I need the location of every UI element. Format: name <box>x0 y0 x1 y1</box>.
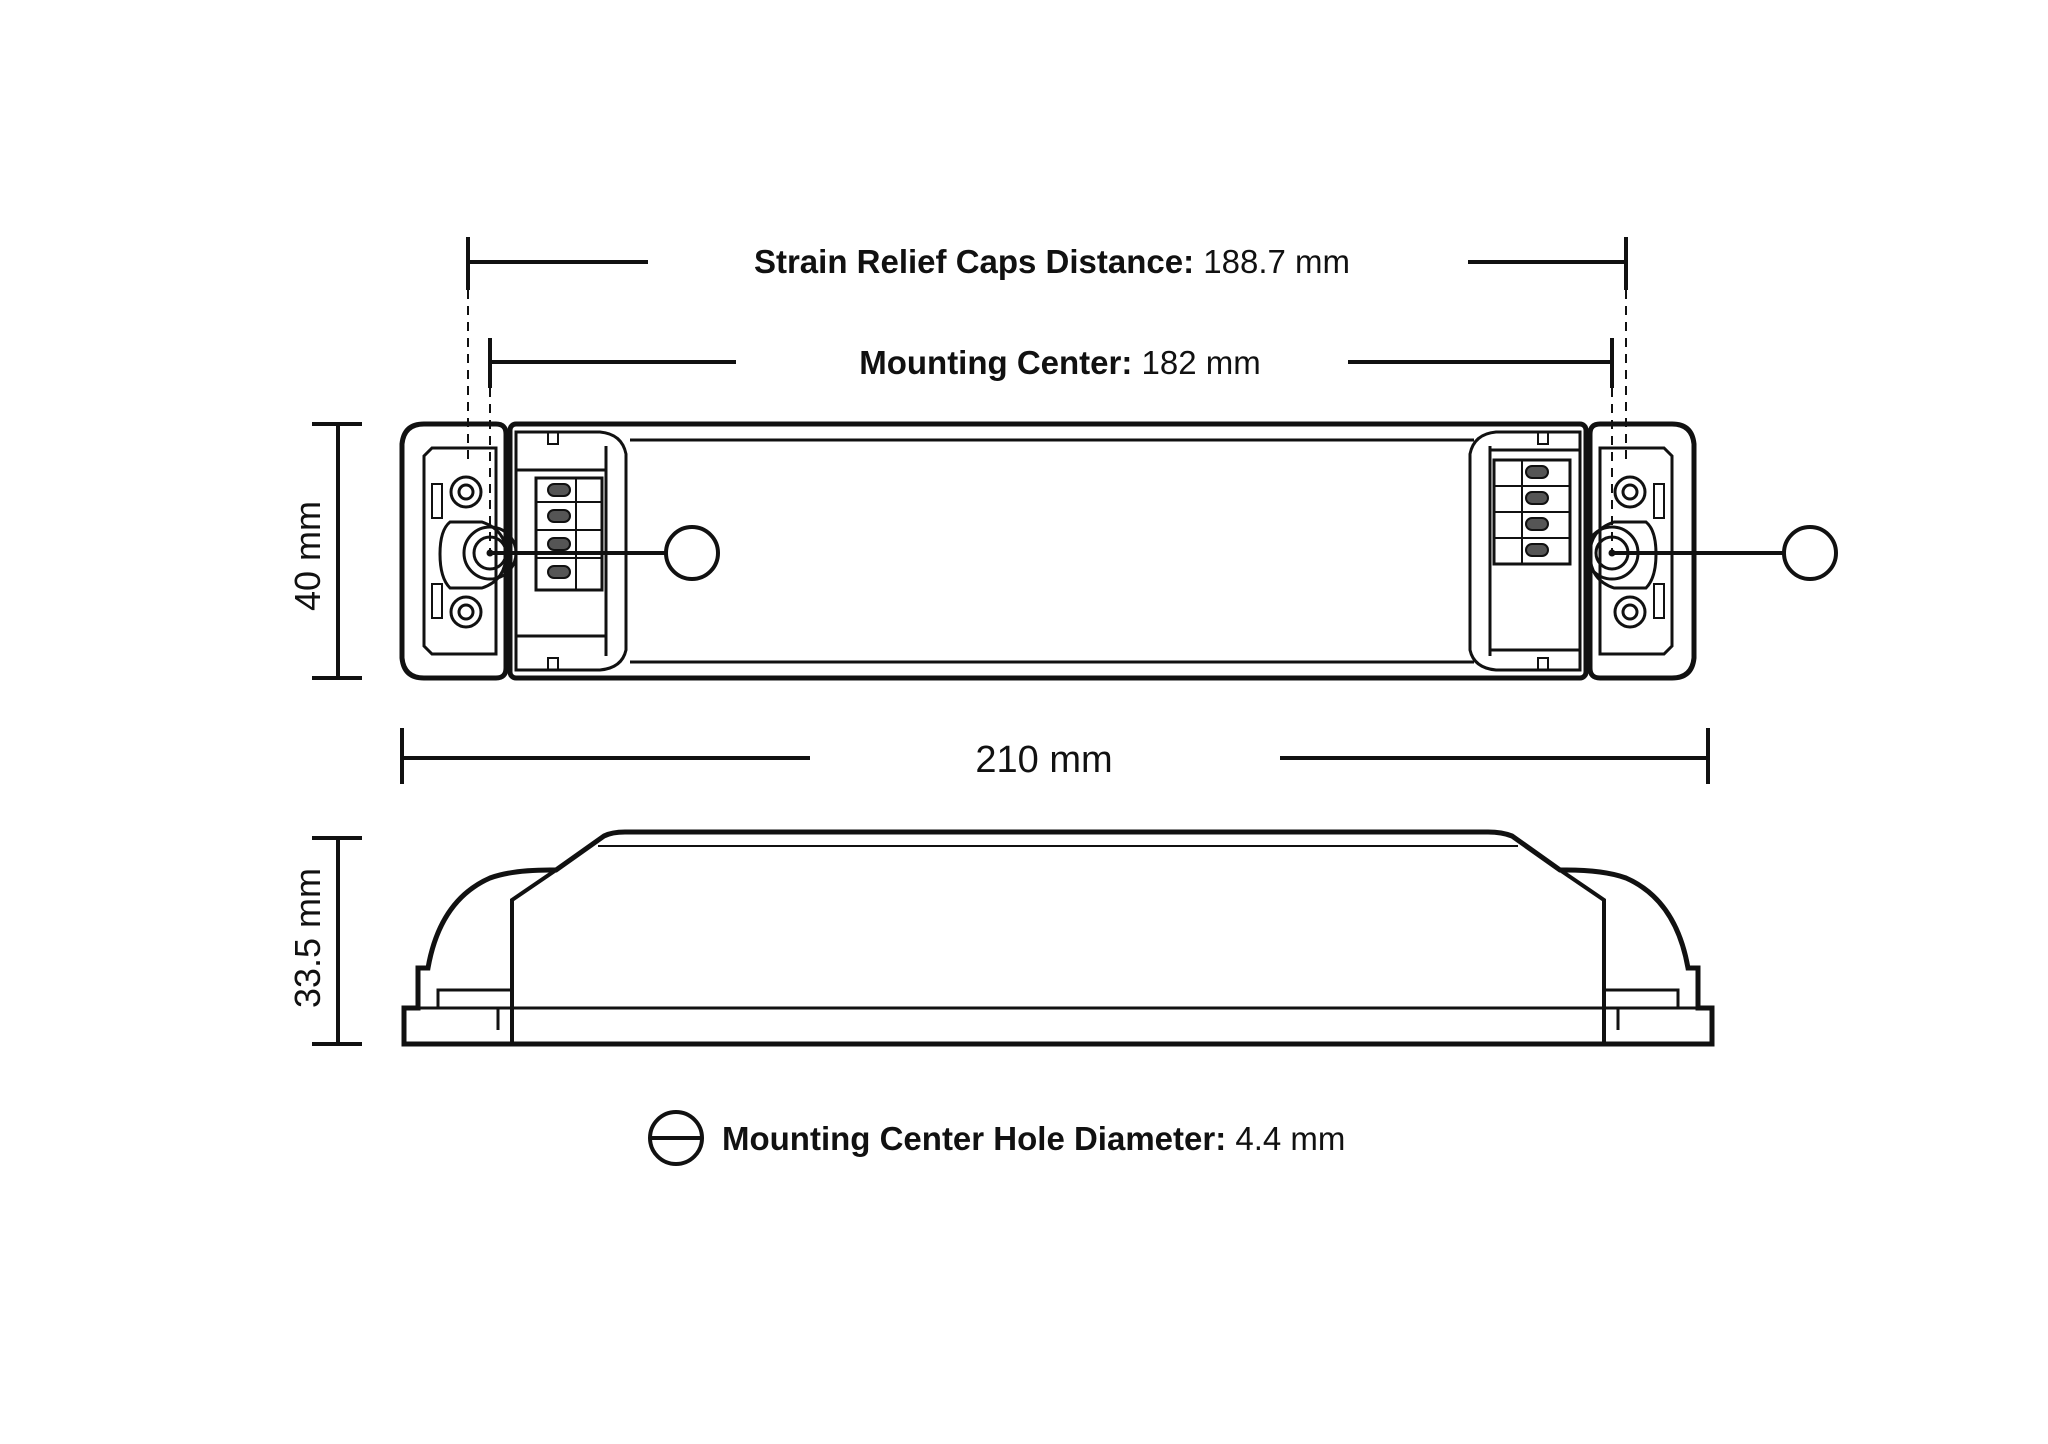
mounting-hole-callouts <box>490 525 1838 581</box>
right-terminal-tab-bottom <box>1537 657 1549 671</box>
length-dimension: 210 mm <box>400 728 1710 784</box>
right-screw-top-inner-icon <box>1621 483 1639 501</box>
height-dimension: 33.5 mm <box>287 836 362 1046</box>
side-left-cap-step <box>436 988 512 1008</box>
left-screw-top-inner-icon <box>457 483 475 501</box>
strain-relief-text: Strain Relief Caps Distance: 188.7 mm <box>754 243 1350 280</box>
hole-diameter-label: Mounting Center Hole Diameter: <box>722 1120 1226 1157</box>
left-cap-notch-bottom <box>431 583 443 619</box>
height-value: 33.5 mm <box>287 868 328 1008</box>
left-terminal-pin <box>547 509 571 523</box>
right-hole-symbol-icon <box>1782 525 1838 581</box>
right-terminal-tab-top <box>1537 431 1549 445</box>
right-end-cap <box>1587 421 1697 681</box>
hole-diameter-value: 4.4 mm <box>1235 1120 1345 1157</box>
hole-diameter-text: Mounting Center Hole Diameter: 4.4 mm <box>722 1120 1345 1157</box>
left-end-cap <box>399 421 509 681</box>
left-hole-symbol-icon <box>664 525 720 581</box>
driver-side-view <box>401 829 1715 1047</box>
right-terminal-pins <box>1525 465 1549 557</box>
mounting-center-text: Mounting Center: 182 mm <box>859 344 1261 381</box>
right-cap-notch-top <box>1653 483 1665 519</box>
left-terminal-pin <box>547 483 571 497</box>
right-screw-bottom-inner-icon <box>1621 603 1639 621</box>
left-terminal-pin <box>547 537 571 551</box>
left-screw-bottom-inner-icon <box>457 603 475 621</box>
left-terminal-pins <box>547 483 571 579</box>
right-screw-bottom-icon <box>1613 595 1647 629</box>
left-terminal-housing <box>514 430 628 672</box>
strain-relief-dimension: Strain Relief Caps Distance: 188.7 mm <box>466 237 1628 462</box>
side-right-cap-step <box>1604 988 1680 1008</box>
strain-relief-value: 188.7 mm <box>1203 243 1350 280</box>
side-body-left-edge <box>510 868 558 1044</box>
strain-relief-label: Strain Relief Caps Distance: <box>754 243 1194 280</box>
mounting-center-value: 182 mm <box>1142 344 1261 381</box>
right-screw-top-icon <box>1613 475 1647 509</box>
driver-body <box>507 421 1589 681</box>
right-strain-relief-clamp <box>1588 520 1658 590</box>
length-value: 210 mm <box>975 739 1112 781</box>
hole-diameter-legend: Mounting Center Hole Diameter: 4.4 mm <box>648 1110 1345 1166</box>
side-outline <box>401 829 1715 1047</box>
left-terminal-pin <box>547 565 571 579</box>
width-dimension: 40 mm <box>287 422 362 680</box>
left-strain-relief-clamp <box>438 520 508 590</box>
right-cap-notch-bottom <box>1653 583 1665 619</box>
left-end-cap-inner <box>422 446 498 656</box>
right-terminal-pin <box>1525 517 1549 531</box>
left-cap-notch-top <box>431 483 443 519</box>
left-terminal-block <box>534 476 604 592</box>
right-end-cap-inner <box>1598 446 1674 656</box>
driver-top-view <box>399 421 1697 681</box>
side-body-right-edge <box>1558 868 1606 1044</box>
right-terminal-housing <box>1468 430 1582 672</box>
left-screw-bottom-icon <box>449 595 483 629</box>
right-terminal-pin <box>1525 465 1549 479</box>
right-terminal-pin <box>1525 543 1549 557</box>
left-terminal-tab-top <box>547 431 559 445</box>
right-terminal-pin <box>1525 491 1549 505</box>
mounting-center-label: Mounting Center: <box>859 344 1132 381</box>
left-screw-top-icon <box>449 475 483 509</box>
mounting-center-dimension: Mounting Center: 182 mm <box>488 338 1614 550</box>
left-terminal-tab-bottom <box>547 657 559 671</box>
width-value: 40 mm <box>287 501 328 611</box>
